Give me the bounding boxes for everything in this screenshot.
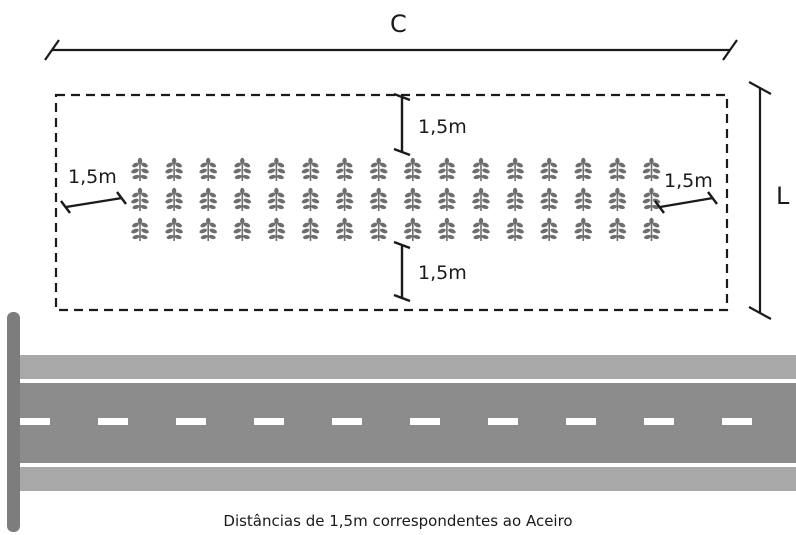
lane-dash (98, 418, 128, 425)
width-label: L (776, 182, 790, 210)
gap-label-top: 1,5m (418, 116, 467, 138)
lane-dash (20, 418, 50, 425)
plant-icon (334, 217, 355, 242)
lane-dash (176, 418, 206, 425)
lane-center-dashes (20, 418, 752, 425)
gap-marker-top (393, 92, 411, 157)
plant-icon (232, 157, 253, 182)
plant-icon (129, 157, 151, 182)
plant-icon (197, 157, 219, 182)
width-dimension (748, 81, 772, 320)
plant-icon (300, 187, 321, 212)
plant-icon (402, 217, 424, 242)
plant-icon (334, 187, 355, 212)
gap-label-right: 1,5m (664, 170, 713, 192)
plant-icon (300, 157, 321, 182)
length-label: C (390, 10, 407, 38)
road-end-post (7, 312, 20, 532)
gap-marker-right (654, 191, 718, 214)
gap-marker-bottom (393, 240, 411, 303)
plant-icon (538, 187, 560, 212)
area-boundary (54, 93, 729, 312)
lane-dash (410, 418, 440, 425)
lane-dash (644, 418, 674, 425)
plant-icon (538, 217, 560, 242)
gap-label-bottom: 1,5m (418, 262, 467, 284)
plant-icon (470, 217, 492, 242)
plant-rows (129, 157, 662, 242)
plant-icon (402, 157, 424, 182)
plant-icon (368, 217, 389, 242)
lane-dash (254, 418, 284, 425)
plant-icon (368, 157, 389, 182)
road-edge-line-bottom (20, 463, 796, 467)
plant-icon (436, 217, 458, 242)
plant-icon (504, 187, 526, 212)
plant-icon (436, 157, 458, 182)
length-dimension (44, 39, 738, 61)
plant-icon (163, 217, 185, 242)
plant-icon (129, 217, 151, 242)
plant-icon (641, 157, 662, 182)
plant-icon (197, 217, 219, 242)
caption: Distâncias de 1,5m correspondentes ao Ac… (223, 512, 573, 530)
plant-icon (504, 157, 526, 182)
plant-icon (470, 187, 492, 212)
plant-icon (232, 217, 253, 242)
plant-icon (436, 187, 458, 212)
plant-icon (538, 157, 560, 182)
plant-icon (300, 217, 321, 242)
plant-icon (197, 187, 219, 212)
plant-icon (266, 217, 287, 242)
lane-dash (566, 418, 596, 425)
plant-icon (607, 187, 628, 212)
plant-icon (129, 187, 151, 212)
plant-icon (470, 157, 492, 182)
lane-dash (332, 418, 362, 425)
plant-icon (607, 217, 628, 242)
plant-icon (573, 217, 594, 242)
gap-marker-left (60, 191, 127, 214)
plant-icon (163, 187, 185, 212)
plant-icon (334, 157, 355, 182)
plant-icon (573, 157, 594, 182)
road-shoulder-bottom (20, 467, 796, 491)
road-asphalt (20, 383, 796, 463)
plant-icon (402, 187, 424, 212)
plant-icon (641, 187, 662, 212)
plant-icon (368, 187, 389, 212)
lane-dash (488, 418, 518, 425)
plant-icon (266, 187, 287, 212)
plant-icon (266, 157, 287, 182)
plant-icon (504, 217, 526, 242)
plant-icon (163, 157, 185, 182)
lane-dash (722, 418, 752, 425)
gap-label-left: 1,5m (68, 166, 117, 188)
road-shoulder-top (20, 355, 796, 379)
road (7, 312, 796, 532)
plant-icon (607, 157, 628, 182)
road-edge-line-top (20, 379, 796, 383)
plant-icon (573, 187, 594, 212)
plant-icon (641, 217, 662, 242)
plant-icon (232, 187, 253, 212)
